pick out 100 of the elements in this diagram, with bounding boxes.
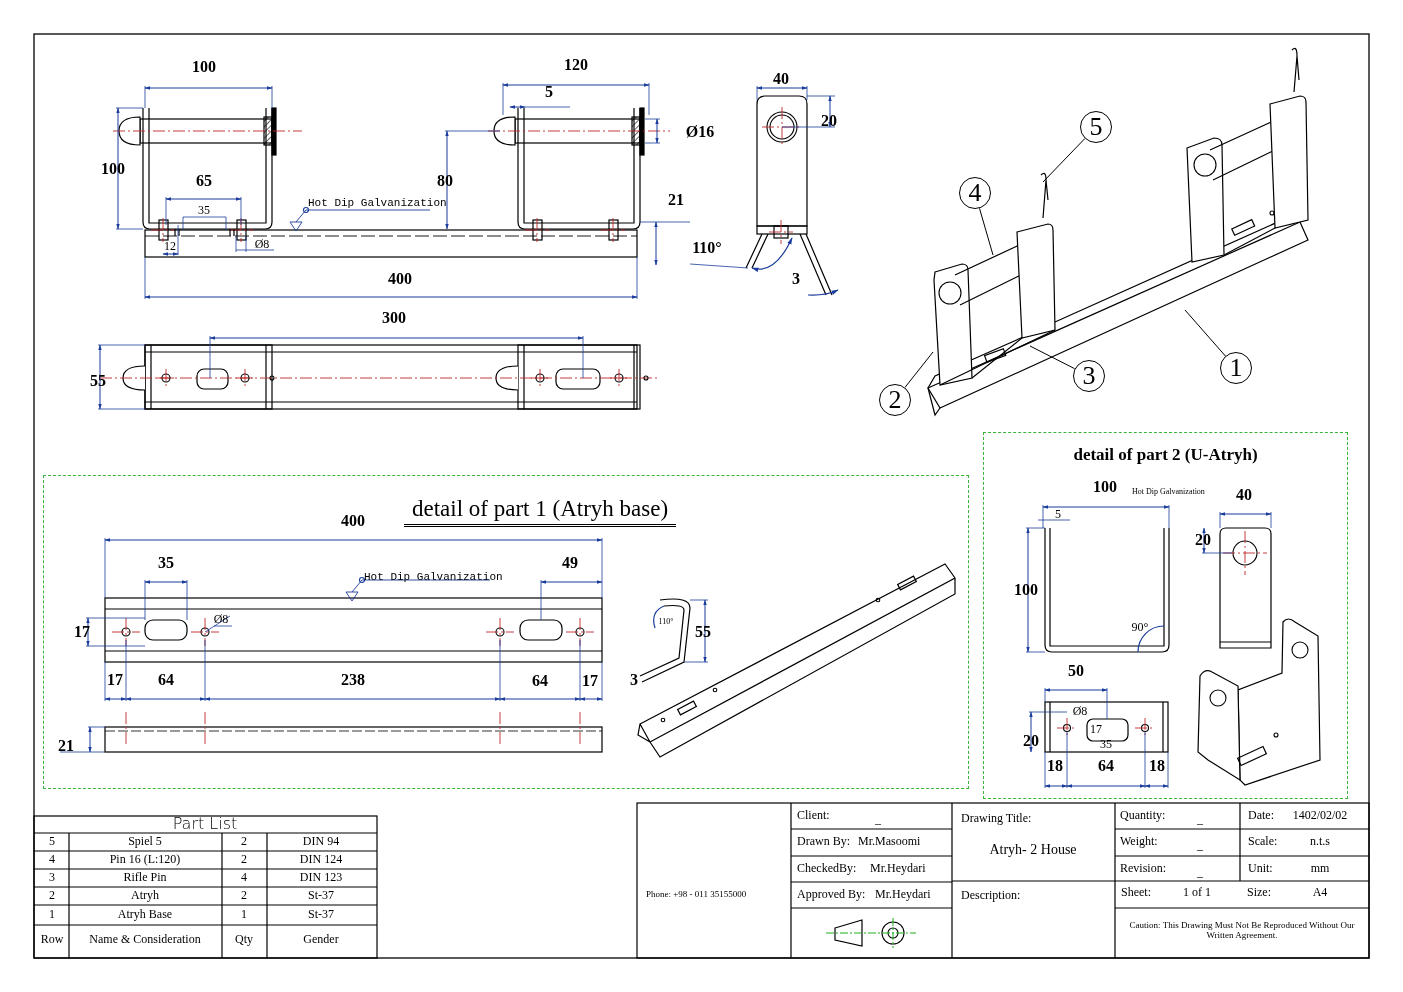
part-list-entry: 3 — [49, 871, 55, 885]
field-value: _ — [1197, 866, 1203, 880]
dimension-label: 400 — [341, 512, 365, 530]
dimension-label: 18 — [1149, 757, 1165, 775]
dimension-label: 64 — [532, 672, 548, 690]
dimension-label: 55 — [695, 623, 711, 641]
part-list-entry: DIN 123 — [299, 871, 343, 885]
dimension-label: 80 — [437, 172, 453, 190]
part-list-entry: 5 — [49, 835, 55, 849]
note-text: Hot Dip Galvanization — [1132, 487, 1205, 497]
dimension-label: 35 — [158, 554, 174, 572]
caution-note: Caution: This Drawing Must Not Be Reproduced Without Our Written Agreement. — [1128, 921, 1356, 941]
dimension-label: Ø8 — [1072, 705, 1088, 719]
column-heading: Row — [40, 933, 64, 947]
leader-line — [1029, 345, 1076, 370]
field-value: _ — [875, 813, 881, 827]
part-list-entry: St-37 — [308, 908, 334, 922]
part-list-entry: 2 — [241, 853, 247, 867]
dimension-label: 100 — [192, 58, 216, 76]
field-label: Description: — [961, 889, 1021, 903]
field-label: Sheet: — [1121, 886, 1151, 900]
dimension-label: 17 — [582, 672, 598, 690]
callout-number: 4 — [959, 177, 991, 209]
dimension-label: 5 — [1055, 508, 1061, 522]
field-label: Drawing Title: — [961, 812, 1032, 826]
field-label: Date: — [1248, 809, 1274, 823]
field-value: _ — [1197, 813, 1203, 827]
dimension-label: 55 — [90, 372, 106, 390]
contact-text: Phone: +98 - 011 35155000 — [646, 890, 747, 900]
field-value: 1 of 1 — [1183, 886, 1211, 900]
dimension-label: 110° — [692, 239, 722, 257]
part-list-entry: 2 — [49, 889, 55, 903]
dimension-label: 35 — [198, 204, 210, 218]
drawing-title: Atryh- 2 House — [989, 842, 1077, 858]
section-title: detail of part 1 (Atryh base) — [404, 496, 677, 527]
dimension-label: 20 — [1195, 531, 1211, 549]
field-label: Revision: — [1120, 862, 1166, 876]
part-list-entry: Spiel 5 — [128, 835, 162, 849]
callout-number: 1 — [1220, 352, 1252, 384]
dimension-label: 20 — [1023, 732, 1039, 750]
callout-number: 5 — [1080, 111, 1112, 143]
dimension-label: 300 — [382, 309, 406, 327]
section-title: detail of part 2 (U-Atryh) — [1072, 445, 1259, 465]
callout-number: 2 — [879, 384, 911, 416]
field-value: A4 — [1312, 886, 1328, 900]
part-list-entry: DIN 124 — [299, 853, 343, 867]
dimension-label: 49 — [562, 554, 578, 572]
dimension-label: 12 — [164, 240, 176, 254]
note-text: Hot Dip Galvanization — [308, 196, 447, 210]
dimension-label: 64 — [158, 671, 174, 689]
dimension-label: 17 — [107, 671, 123, 689]
field-value: n.t.s — [1310, 835, 1330, 849]
field-value: Mr.Heydari — [870, 862, 926, 876]
dimension-label: 100 — [1014, 581, 1038, 599]
column-heading: Gender — [303, 933, 339, 947]
part-list-entry: Atryh Base — [117, 908, 173, 922]
dimension-label: 40 — [1236, 486, 1252, 504]
dimension-label: 5 — [545, 83, 553, 101]
part-list-entry: 2 — [241, 835, 247, 849]
dimension-label: 400 — [388, 270, 412, 288]
dimension-label: 120 — [564, 56, 588, 74]
column-heading: Name & Consideration — [89, 933, 201, 947]
note-text: Hot Dip Galvanization — [364, 570, 503, 584]
field-label: Quantity: — [1120, 809, 1166, 823]
field-value: mm — [1310, 862, 1330, 876]
dimension-label: 17 — [74, 623, 90, 641]
field-label: Client: — [797, 809, 830, 823]
callout-number: 3 — [1073, 360, 1105, 392]
field-value: _ — [1197, 839, 1203, 853]
detail-frame — [43, 475, 969, 789]
dimension-label: Ø16 — [685, 123, 715, 141]
field-value: Mr.Masoomi — [858, 835, 921, 849]
column-heading: Qty — [235, 933, 253, 947]
field-label: Weight: — [1120, 835, 1158, 849]
dimension-label: 90° — [1131, 621, 1149, 635]
part-list-entry: 1 — [49, 908, 55, 922]
dimension-label: 3 — [630, 671, 638, 689]
dimension-label: 18 — [1047, 757, 1063, 775]
part-list-entry: DIN 94 — [302, 835, 340, 849]
dimension-label: 238 — [341, 671, 365, 689]
dimension-label: 64 — [1098, 757, 1114, 775]
dimension-label: 50 — [1068, 662, 1084, 680]
field-label: CheckedBy: — [797, 862, 857, 876]
dimension-label: 3 — [792, 270, 800, 288]
dimension-label: 40 — [773, 70, 789, 88]
part-list-entry: 1 — [241, 908, 247, 922]
part-list-entry: Rifle Pin — [123, 871, 167, 885]
dimension-label: 21 — [668, 191, 684, 209]
dimension-label: Ø8 — [254, 238, 270, 252]
field-value: 1402/02/02 — [1292, 809, 1348, 823]
field-label: Scale: — [1248, 835, 1278, 849]
field-label: Approved By: — [797, 888, 866, 902]
dimension-label: 100 — [1093, 478, 1117, 496]
dimension-label: 35 — [1100, 738, 1112, 752]
dimension-label: Ø8 — [213, 613, 229, 627]
leader-line — [1042, 138, 1086, 183]
dimension-label: 110° — [658, 617, 674, 627]
field-label: Drawn By: — [797, 835, 850, 849]
leader-line — [979, 207, 994, 256]
detail-frame — [983, 432, 1348, 799]
